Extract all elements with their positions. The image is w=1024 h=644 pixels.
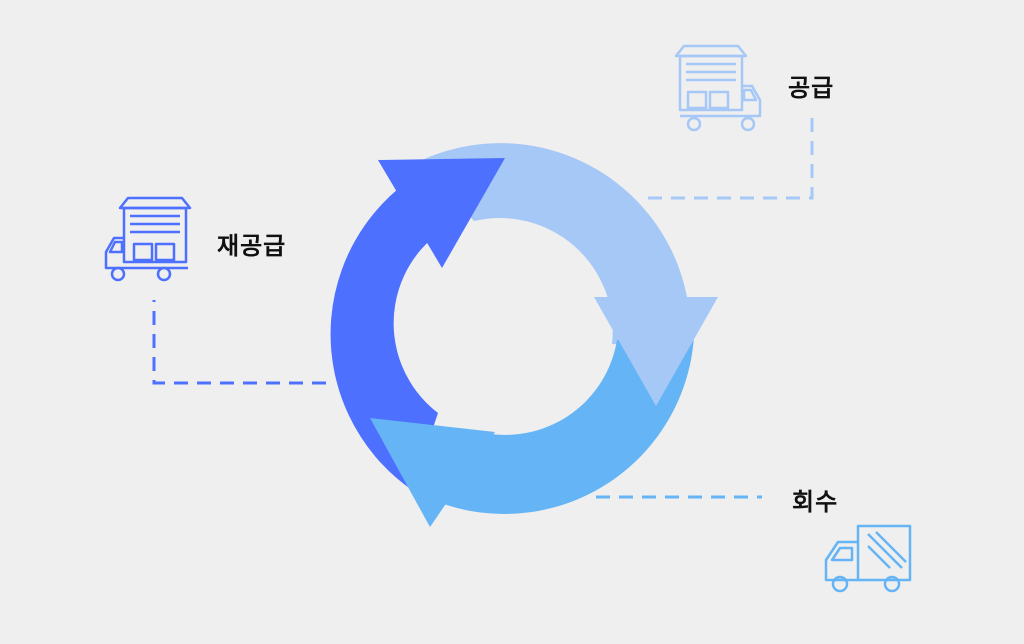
arrowhead-supply [594,297,718,406]
connector-resupply [152,300,326,385]
connector-supply [648,116,814,200]
delivery-truck-icon [824,524,912,593]
arc-collect [412,336,694,514]
warehouse-truck-icon [104,196,192,282]
stage-label-supply: 공급 [788,74,835,102]
arc-supply [420,143,691,346]
arc-resupply [330,162,471,490]
warehouse-truck-icon [674,44,762,132]
arrowhead-collect [370,418,495,527]
arrowhead-resupply [378,158,505,268]
stage-label-collect: 회수 [792,488,839,516]
stage-label-resupply: 재공급 [217,232,287,260]
